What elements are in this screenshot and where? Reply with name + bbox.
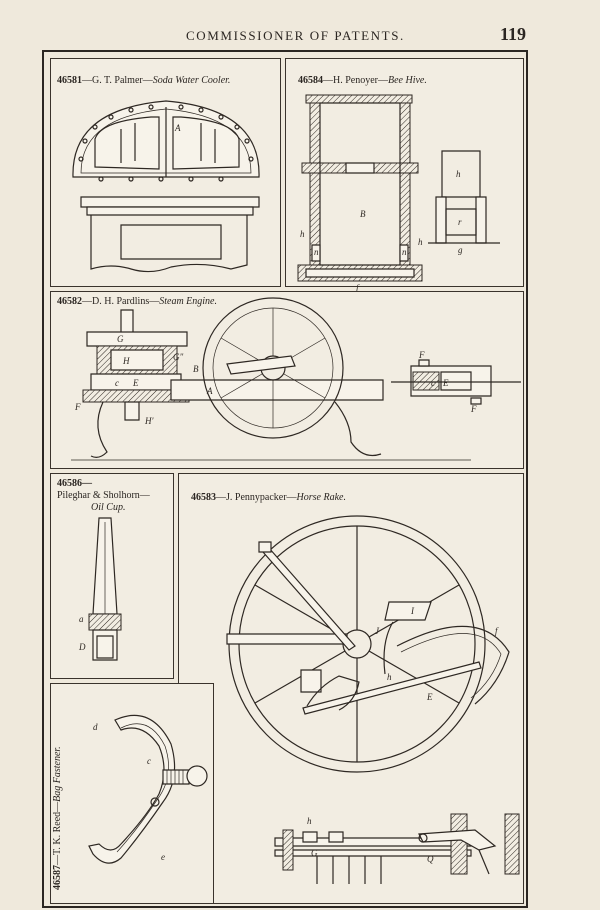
panel-caption: 46583—J. Pennypacker—Horse Rake. — [191, 492, 346, 504]
inventor-name: —J. Pennypacker— — [216, 492, 297, 503]
patent-number: 46584 — [298, 75, 323, 86]
patent-number: 46587 — [52, 865, 63, 890]
panel-soda-water-cooler: 46581—G. T. Palmer—Soda Water Cooler. — [50, 58, 281, 287]
panel-bee-hive: 46584—H. Penoyer—Bee Hive. B h n h n f h… — [285, 58, 525, 293]
patent-number: 46586— — [57, 478, 92, 489]
label-D: D — [78, 642, 86, 652]
patent-plate-frame: 46581—G. T. Palmer—Soda Water Cooler. — [42, 50, 528, 908]
label-h: h — [300, 229, 305, 239]
panel-steam-engine: 46582—D. H. Pardlins—Steam Engine. G H G… — [50, 291, 524, 469]
panel-caption: 46584—H. Penoyer—Bee Hive. — [298, 75, 427, 87]
steam-engine-drawing: G H G" c E F F H' A B — [51, 292, 525, 470]
label-f: f — [356, 283, 360, 293]
invention-title: Steam Engine. — [159, 296, 217, 307]
inventor-name: —G. T. Palmer— — [82, 75, 153, 86]
invention-title: Bee Hive. — [388, 75, 427, 86]
page-number: 119 — [500, 24, 527, 44]
label-H-prime: H' — [144, 416, 154, 426]
invention-title: Oil Cup. — [91, 502, 126, 513]
invention-title: Bag Fastener. — [52, 746, 63, 802]
label-F: F — [470, 404, 477, 414]
running-title: COMMISSIONER OF PATENTS. — [186, 28, 405, 43]
label-h: h — [456, 169, 461, 179]
panel-caption: 46581—G. T. Palmer—Soda Water Cooler. — [57, 75, 230, 87]
inventor-name: Pileghar & Sholhorn— — [57, 490, 150, 501]
inventor-name: —T. K. Reed— — [52, 801, 63, 865]
horse-rake-drawing: I J f E h q h G — [179, 474, 525, 905]
label-g: g — [458, 245, 463, 255]
patent-number: 46583 — [191, 492, 216, 503]
label-n: n — [402, 247, 407, 257]
page-header: COMMISSIONER OF PATENTS. 119 — [0, 24, 600, 48]
label-G2: G" — [173, 352, 183, 362]
label-h: h — [387, 672, 392, 682]
oil-cup-drawing: a D — [78, 474, 175, 680]
inventor-name: —H. Penoyer— — [323, 75, 388, 86]
rivet-row — [79, 105, 253, 181]
label-a: a — [79, 614, 84, 624]
panel-oil-cup: 46586— Pileghar & Sholhorn— Oil Cup. a D — [50, 473, 174, 679]
label-Q: Q — [427, 854, 434, 864]
panel-bag-fastener: d c e — [50, 683, 214, 904]
invention-title: Horse Rake. — [296, 492, 346, 503]
panel-caption: 46586— Pileghar & Sholhorn— Oil Cup. — [57, 478, 150, 514]
label-H: H — [122, 356, 130, 366]
soda-cooler-drawing: A — [51, 59, 282, 288]
label-f: f — [495, 626, 499, 636]
patent-number: 46581 — [57, 75, 82, 86]
label-I: I — [410, 606, 415, 616]
label-E: E — [426, 692, 433, 702]
label-E: E — [442, 378, 449, 388]
inventor-name: —D. H. Pardlins— — [82, 296, 160, 307]
label-h: h — [307, 816, 312, 826]
label-c: c — [147, 756, 151, 766]
panel-horse-rake: 46583—J. Pennypacker—Horse Rake. I J — [178, 473, 524, 904]
label-B: B — [360, 209, 366, 219]
bee-hive-drawing: B h n h n f h r g — [286, 59, 525, 293]
label-E: E — [132, 378, 139, 388]
invention-title: Soda Water Cooler. — [152, 75, 231, 86]
label-c: c — [115, 378, 119, 388]
label-r: r — [458, 217, 462, 227]
label-J: J — [375, 626, 380, 636]
bag-fastener-caption: 46587—T. K. Reed—Bag Fastener. — [52, 746, 63, 890]
label-e: e — [161, 852, 165, 862]
label-G: G — [311, 848, 318, 858]
panel-caption: 46582—D. H. Pardlins—Steam Engine. — [57, 296, 217, 308]
label-A: A — [174, 123, 181, 133]
bag-fastener-drawing: d c e — [51, 684, 215, 905]
label-h: h — [418, 237, 423, 247]
label-F: F — [418, 350, 425, 360]
label-c: c — [431, 378, 435, 388]
label-A: A — [206, 386, 213, 396]
label-B: B — [193, 364, 199, 374]
label-n: n — [314, 247, 319, 257]
label-d: d — [93, 722, 98, 732]
patent-number: 46582 — [57, 296, 82, 307]
label-F: F — [74, 402, 81, 412]
label-G: G — [117, 334, 124, 344]
